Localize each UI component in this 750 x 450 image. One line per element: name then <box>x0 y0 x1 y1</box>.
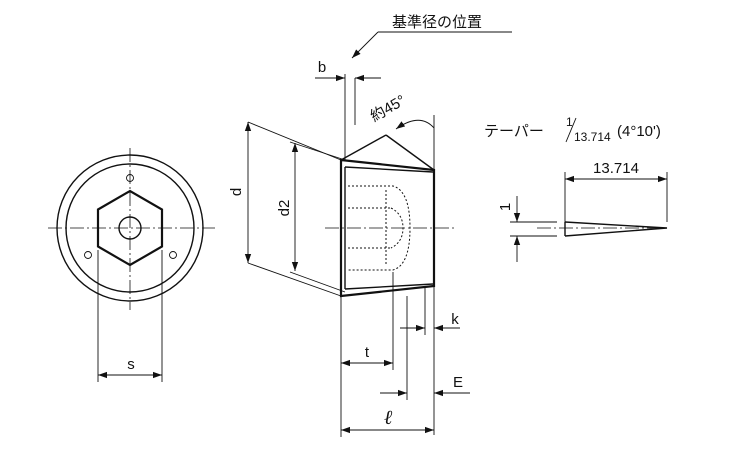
side-view: 基準径の位置 b 約45° d d2 k t E <box>228 14 512 437</box>
front-view: s <box>48 148 215 382</box>
outer-diameter-circle <box>56 154 204 302</box>
reference-leader <box>351 31 379 59</box>
dim-t-label: t <box>365 344 370 361</box>
angle-label: 約45° <box>368 92 409 126</box>
taper-fraction-slash <box>565 117 577 143</box>
dim-E-label: E <box>453 374 463 391</box>
socket-hidden-outline <box>348 185 411 271</box>
marking-dot-right <box>169 251 177 259</box>
angle-arc <box>395 119 435 130</box>
taper-height-label: 1 <box>497 203 514 211</box>
chamfer-line-right <box>385 134 435 171</box>
d2-extension-bottom <box>289 271 346 293</box>
upper-inner-line <box>344 166 434 173</box>
lower-inner-line <box>344 283 434 290</box>
hex-socket-outline <box>96 189 164 267</box>
dim-s-label: s <box>127 356 135 373</box>
dim-k-label: k <box>451 311 459 328</box>
marking-dot-top <box>126 174 134 182</box>
chamfer-line-left <box>340 134 387 161</box>
taper-angle-label: (4°10') <box>617 123 661 140</box>
d-extension-bottom <box>247 262 342 297</box>
socket-bottom-circle <box>118 216 142 240</box>
taper-numerator: 1 <box>566 115 573 129</box>
reference-diameter-label: 基準径の位置 <box>392 14 482 31</box>
taper-detail: テーパー 1 13.714 (4°10') 13.714 1 <box>484 115 668 262</box>
chamfer-circle <box>65 163 195 293</box>
taper-wedge <box>564 221 668 237</box>
marking-dot-left <box>84 251 92 259</box>
taper-length-label: 13.714 <box>593 160 639 177</box>
taper-denominator: 13.714 <box>574 130 611 144</box>
dim-l-label: ℓ <box>384 407 393 429</box>
d2-extension-top <box>289 141 346 161</box>
dim-d2-label: d2 <box>276 200 293 217</box>
taper-title: テーパー <box>484 123 544 140</box>
dim-d-label: d <box>228 188 245 196</box>
dim-b-label: b <box>318 59 326 76</box>
socket-hidden-tip <box>390 207 404 249</box>
